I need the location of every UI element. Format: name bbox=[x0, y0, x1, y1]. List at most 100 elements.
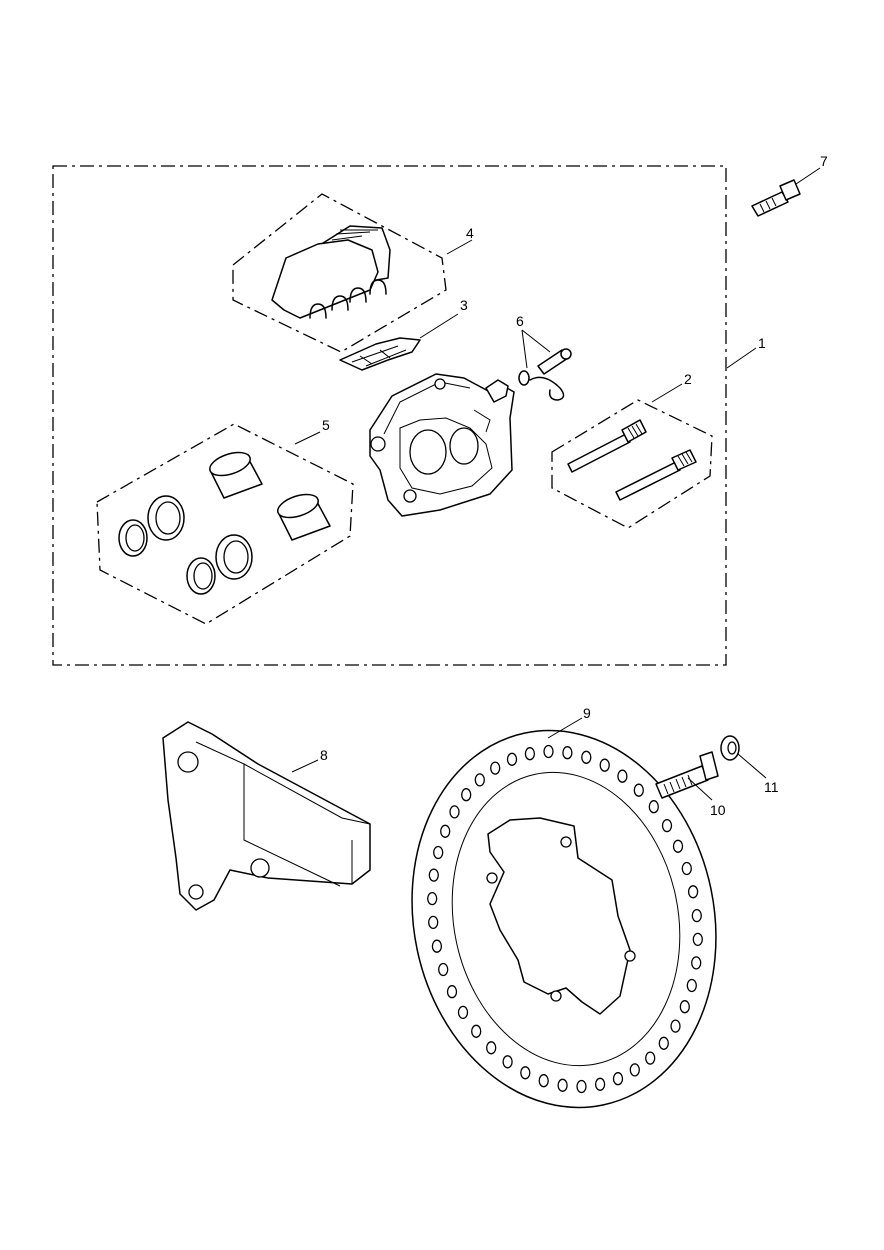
callout-10: 10 bbox=[710, 802, 726, 818]
disc-bolt-group: 10 bbox=[655, 751, 726, 818]
disc-hole bbox=[594, 1077, 606, 1091]
bleed-nipple-group: 6 bbox=[516, 313, 572, 401]
disc-hole bbox=[457, 1005, 469, 1020]
disc-hole bbox=[474, 773, 485, 787]
pistons-seals-group: 5 bbox=[96, 417, 354, 625]
disc-hole bbox=[446, 985, 458, 999]
disc-hole bbox=[449, 805, 460, 819]
callout-3: 3 bbox=[460, 297, 468, 313]
disc-hole bbox=[490, 761, 501, 775]
disc-hole bbox=[461, 788, 472, 802]
disc-hole bbox=[438, 962, 449, 977]
disc-hole bbox=[658, 1036, 669, 1050]
disc-bolt-hole-3 bbox=[624, 950, 636, 962]
pad-springs bbox=[309, 279, 387, 319]
bracket-hole-1 bbox=[177, 751, 199, 773]
callout-2: 2 bbox=[684, 371, 692, 387]
kit-boundary bbox=[52, 165, 727, 666]
disc-inner-rim bbox=[451, 771, 681, 1067]
disc-hole bbox=[471, 1024, 482, 1038]
disc-hole bbox=[691, 908, 702, 923]
callout-5: 5 bbox=[322, 417, 330, 433]
caliper-bore-1 bbox=[409, 429, 447, 475]
bracket-hole-2 bbox=[250, 858, 270, 878]
caliper-mount-hole-2 bbox=[403, 489, 417, 503]
disc-hole bbox=[557, 1078, 568, 1092]
disc-hole bbox=[506, 752, 518, 766]
bleed-cap bbox=[529, 376, 565, 401]
disc-hole bbox=[661, 818, 673, 833]
caliper-bore-2 bbox=[449, 427, 479, 465]
disc-hole bbox=[581, 750, 592, 764]
disc-hole bbox=[672, 839, 684, 853]
callout-7: 7 bbox=[820, 153, 828, 169]
caliper-carrier-bracket: 8 bbox=[162, 721, 371, 911]
disc-hole bbox=[691, 956, 702, 970]
seal-2 bbox=[147, 495, 185, 541]
disc-hole bbox=[538, 1074, 549, 1088]
disc-hole bbox=[686, 978, 697, 993]
disc-hole bbox=[692, 932, 703, 947]
disc-hole bbox=[648, 800, 659, 814]
pistons-group-boundary bbox=[96, 423, 354, 625]
callout-9: 9 bbox=[583, 705, 591, 721]
pins-group-boundary bbox=[551, 399, 713, 529]
slide-pins-group: 2 bbox=[551, 371, 713, 529]
piston-1 bbox=[209, 451, 263, 499]
disc-hole bbox=[679, 1000, 690, 1014]
bleed-washer bbox=[518, 370, 530, 386]
pads-group-boundary bbox=[232, 193, 447, 353]
brake-disc: 9 bbox=[411, 705, 717, 1109]
disc-hole bbox=[433, 845, 444, 860]
callout-11: 11 bbox=[764, 779, 779, 795]
bracket-hole-3 bbox=[188, 884, 204, 900]
seal-3 bbox=[186, 557, 216, 595]
disc-hole bbox=[486, 1041, 497, 1055]
disc-hole bbox=[431, 939, 443, 953]
anti-rattle-clip bbox=[339, 337, 421, 371]
disc-bolt bbox=[655, 765, 709, 799]
disc-hole bbox=[562, 746, 573, 760]
disc-hole bbox=[440, 824, 451, 838]
bracket-outline bbox=[162, 721, 371, 911]
disc-hole bbox=[617, 769, 628, 783]
disc-hole bbox=[543, 744, 554, 759]
disc-hole bbox=[428, 868, 439, 882]
disc-hole bbox=[427, 891, 438, 906]
callout-4: 4 bbox=[466, 225, 474, 241]
disc-hole bbox=[428, 915, 439, 930]
caliper-bleed-port bbox=[485, 379, 509, 403]
disc-bolt-hole-2 bbox=[486, 872, 498, 884]
caliper-bolt-group: 7 bbox=[751, 153, 828, 217]
disc-hole bbox=[612, 1072, 624, 1086]
disc-hole bbox=[629, 1063, 640, 1077]
disc-bolt-hole-1 bbox=[560, 836, 572, 848]
caliper-body bbox=[369, 373, 515, 517]
caliper-mount-hole-1 bbox=[370, 436, 386, 452]
pad-plate-front bbox=[271, 239, 379, 319]
callout-1: 1 bbox=[758, 335, 766, 351]
disc-drilled-holes bbox=[427, 744, 703, 1094]
disc-centre-cutout bbox=[487, 817, 631, 1015]
seal-1 bbox=[118, 519, 148, 557]
disc-bolt-hole-4 bbox=[550, 990, 562, 1002]
disc-hole bbox=[520, 1066, 531, 1080]
disc-hole bbox=[670, 1019, 681, 1033]
anti-rattle-clip-group: 3 bbox=[339, 297, 468, 371]
disc-hole bbox=[645, 1051, 656, 1065]
callout-8: 8 bbox=[320, 747, 328, 763]
disc-hole bbox=[687, 885, 699, 899]
callout-6: 6 bbox=[516, 313, 524, 329]
disc-washer-group: 11 bbox=[720, 735, 779, 795]
seal-4 bbox=[215, 534, 253, 580]
piston-2 bbox=[277, 493, 331, 541]
brake-pads-group: 4 bbox=[232, 193, 474, 353]
disc-hole bbox=[524, 747, 536, 761]
slide-pin-2 bbox=[615, 449, 697, 501]
slide-pin-1 bbox=[567, 419, 647, 473]
disc-hole bbox=[502, 1055, 513, 1069]
disc-hole bbox=[681, 861, 692, 876]
disc-hole bbox=[633, 783, 644, 797]
disc-hole bbox=[599, 758, 610, 772]
